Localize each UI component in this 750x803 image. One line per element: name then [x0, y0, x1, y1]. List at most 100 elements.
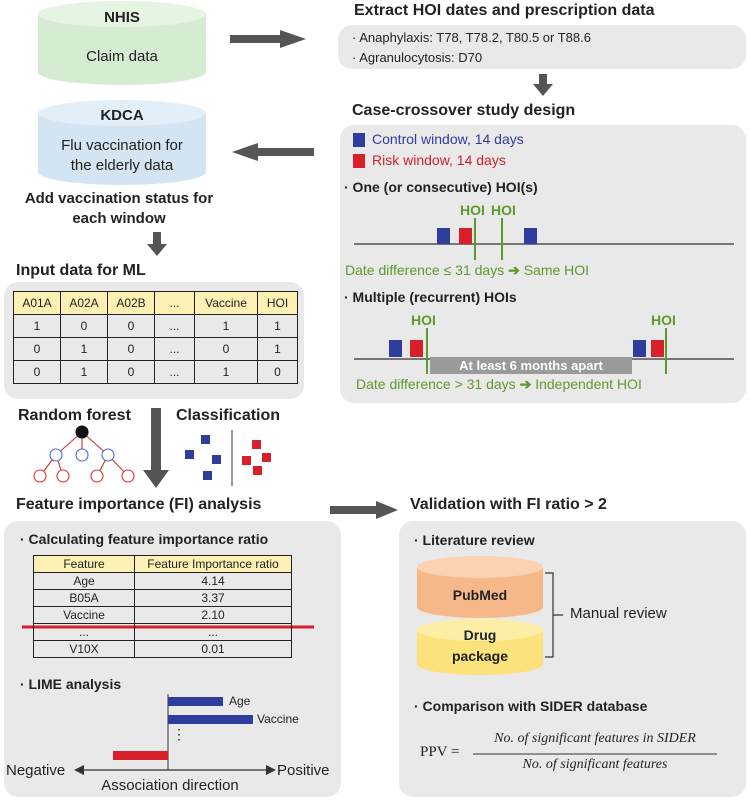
arrow-input-to-fi: [143, 408, 169, 488]
table-cell: Age: [33, 572, 135, 590]
table-cell: 0: [107, 337, 155, 361]
risk-window-swatch: [353, 154, 365, 168]
table-row: V10X 0.01: [33, 640, 292, 658]
sider-comparison-title: · Comparison with SIDER database: [414, 698, 648, 714]
hoi-label-3: HOI: [411, 312, 436, 328]
add-status-line2: each window: [72, 210, 166, 227]
risk-window-label: Risk window, 14 days: [372, 152, 506, 168]
column-header: A01A: [13, 291, 61, 315]
table-cell: 1: [60, 337, 108, 361]
table-cell: 2.10: [134, 606, 292, 624]
lime-chart: [74, 694, 276, 775]
control-window-swatch: [353, 133, 365, 147]
fi-analysis-title: Feature importance (FI) analysis: [16, 496, 262, 513]
table-cell: ...: [154, 337, 195, 361]
control-window-label: Control window, 14 days: [372, 131, 524, 147]
validation-title: Validation with FI ratio > 2: [410, 496, 607, 513]
same-hoi-rule: Date difference ≤ 31 days ➔ Same HOI: [345, 262, 589, 279]
apart-label: At least 6 months apart: [459, 358, 603, 373]
input-ml-table: A01A A02A A02B ... Vaccine HOI 1 0 0 ...…: [13, 291, 298, 384]
lime-axis-label: Association direction: [101, 777, 239, 794]
table-cell: 1: [13, 314, 61, 338]
ppv-denominator: No. of significant features: [522, 757, 668, 772]
drug-package-line2: package: [451, 648, 509, 664]
table-cell: 0: [13, 337, 61, 361]
table-cell: 0.01: [134, 640, 292, 658]
drug-package-cylinder: [417, 619, 543, 675]
table-cell: 0: [107, 360, 155, 384]
lime-bar: [168, 715, 253, 724]
table-cell: 4.14: [134, 572, 292, 590]
nhis-title: NHIS: [104, 9, 140, 26]
case-crossover-title: Case-crossover study design: [352, 102, 576, 119]
table-cell: 0: [13, 360, 61, 384]
table-cell: 0: [60, 314, 108, 338]
extract-panel: [338, 25, 746, 69]
table-cell: 1: [257, 337, 298, 361]
drug-package-line1: Drug: [463, 627, 497, 643]
column-header: Feature: [33, 555, 135, 573]
lime-title: · LIME analysis: [20, 676, 122, 692]
table-row: Age 4.14: [33, 572, 292, 590]
timeline-multiple-hoi: [354, 328, 734, 374]
add-status-line1: Add vaccination status for: [24, 190, 214, 207]
independent-hoi-rule: Date difference > 31 days ➔ Independent …: [356, 376, 642, 393]
fi-calc-title: · Calculating feature importance ratio: [20, 531, 269, 547]
hoi-label-2: HOI: [491, 202, 516, 218]
lime-positive-label: Positive: [277, 762, 330, 779]
table-cell: 1: [60, 360, 108, 384]
random-forest-tree-icon: [33, 425, 135, 483]
table-cell: ...: [134, 623, 292, 641]
hoi-label-4: HOI: [651, 312, 676, 328]
kdca-cylinder: [38, 100, 206, 185]
hoi-label-1: HOI: [460, 202, 485, 218]
table-row: 0 1 0 ... 1 0: [13, 360, 298, 384]
table-cell: B05A: [33, 589, 135, 607]
one-hoi-title: · One (or consecutive) HOI(s): [344, 179, 538, 195]
extract-item-anaphylaxis: · Anaphylaxis: T78, T78.2, T80.5 or T88.…: [352, 30, 591, 45]
table-cell: 0: [107, 314, 155, 338]
same-hoi-result: Same HOI: [523, 262, 590, 278]
arrow-nhis-to-extract: [230, 30, 306, 48]
arrow-status-to-input: [147, 232, 167, 256]
same-hoi-diff: Date difference ≤ 31 days: [345, 262, 505, 278]
table-row: Vaccine 2.10: [33, 606, 292, 624]
lime-bar-label-age: Age: [229, 694, 251, 708]
fi-table: Feature Feature Importance ratio Age 4.1…: [33, 555, 292, 658]
extract-item-agranulocytosis: · Agranulocytosis: D70: [352, 50, 483, 65]
column-header: Vaccine: [194, 291, 258, 315]
arrow-right-icon: ➔: [508, 262, 520, 278]
manual-review-bracket: [545, 572, 563, 658]
table-cell: Vaccine: [33, 606, 135, 624]
table-cell: ...: [154, 360, 195, 384]
column-header: A02B: [107, 291, 155, 315]
input-ml-title: Input data for ML: [16, 262, 146, 279]
table-header-row: Feature Feature Importance ratio: [33, 555, 292, 573]
nhis-body: Claim data: [86, 48, 158, 65]
timeline-one-hoi: [354, 218, 734, 260]
table-cell: 1: [194, 360, 258, 384]
literature-review-title: · Literature review: [414, 532, 535, 548]
extract-title: Extract HOI dates and prescription data: [354, 2, 655, 19]
arrow-design-to-kdca: [232, 143, 314, 161]
case-crossover-panel: [340, 125, 746, 403]
column-header: Feature Importance ratio: [134, 555, 292, 573]
table-cell: 0: [257, 360, 298, 384]
table-cell: ...: [154, 314, 195, 338]
pubmed-cylinder: [417, 556, 543, 618]
indep-hoi-diff: Date difference > 31 days: [356, 376, 516, 392]
column-header: HOI: [257, 291, 298, 315]
arrow-extract-to-design: [533, 74, 553, 96]
ppv-label: PPV =: [420, 744, 460, 760]
pubmed-label: PubMed: [452, 587, 508, 603]
multi-hoi-title: · Multiple (recurrent) HOIs: [344, 289, 517, 305]
table-row: ... ...: [33, 623, 292, 641]
indep-hoi-result: Independent HOI: [535, 376, 642, 392]
kdca-title: KDCA: [100, 107, 144, 124]
random-forest-label: Random forest: [18, 407, 131, 424]
arrow-right-icon: ➔: [519, 376, 532, 392]
lime-dots: ⋮: [172, 726, 186, 742]
lime-bar: [168, 697, 223, 706]
arrow-fi-to-validation: [330, 501, 398, 519]
lime-negative-label: Negative: [6, 762, 66, 779]
